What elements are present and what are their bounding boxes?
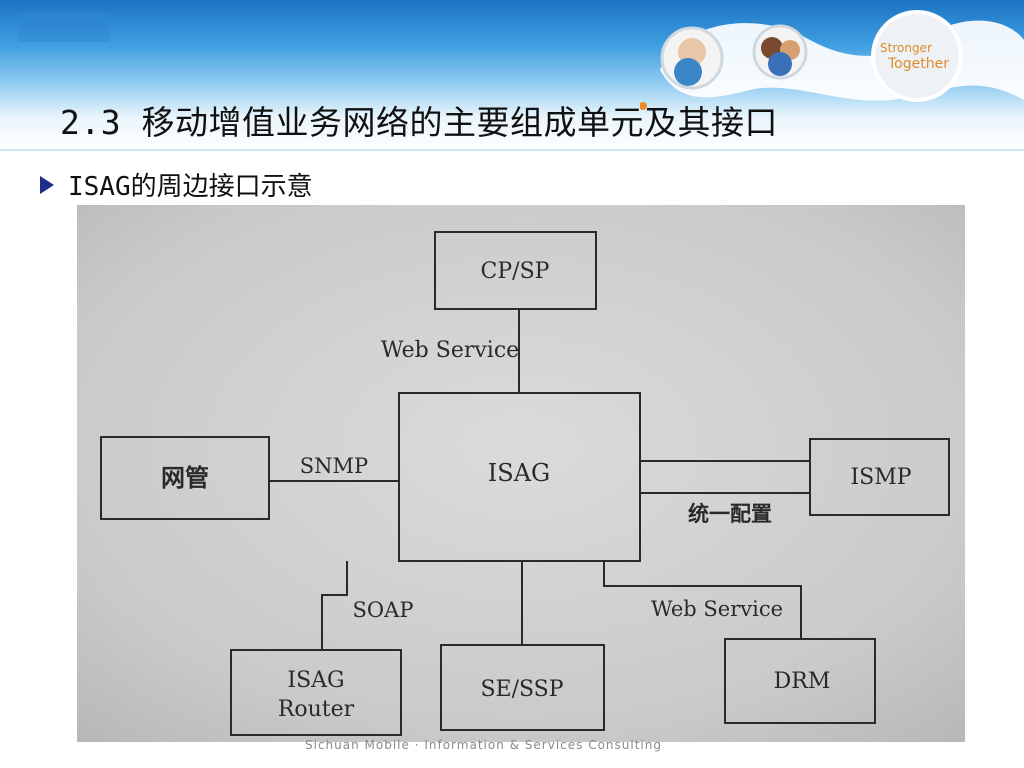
node-se-ssp: SE/SSP (480, 677, 563, 702)
bullet-item: ISAG的周边接口示意 (40, 166, 313, 203)
logo-line2: Together (887, 56, 949, 72)
link-config-label: 统一配置 (688, 501, 772, 526)
link-cpsp-label: Web Service (381, 338, 519, 363)
link-drm-label: Web Service (651, 597, 783, 621)
diagram-photo: CP/SP 网管 ISAG ISMP ISAG Router SE/SSP DR… (77, 205, 965, 742)
title-rule (0, 149, 1024, 151)
child-shirt-icon (674, 58, 702, 86)
node-boxes (100, 231, 950, 736)
node-nms: 网管 (161, 463, 209, 492)
bullet-text: ISAG的周边接口示意 (68, 172, 313, 202)
link-labels: Web Service SNMP 统一配置 SOAP Web Service (300, 338, 783, 622)
box-isag (398, 392, 641, 562)
node-isag-router-line2: Router (278, 697, 355, 722)
link-router-label: SOAP (353, 598, 414, 622)
node-labels: CP/SP 网管 ISAG ISMP ISAG Router SE/SSP DR… (161, 259, 912, 722)
corner-tab (18, 12, 110, 42)
logo-line1: Stronger (880, 41, 932, 55)
logo-badge (871, 10, 963, 102)
connector-lines (269, 309, 810, 650)
bullet-arrow-icon (40, 175, 54, 194)
orange-dot-icon (640, 102, 647, 110)
node-isag-router-line1: ISAG (287, 668, 344, 693)
footer-text: Sichuan Mobile · Information & Services … (305, 738, 662, 752)
box-ismp (809, 438, 950, 516)
node-ismp: ISMP (850, 465, 911, 490)
box-nms (100, 436, 270, 520)
box-cpsp (434, 231, 597, 310)
paper-background (77, 205, 965, 742)
box-isag-router (230, 649, 402, 736)
box-se-ssp (440, 644, 605, 731)
link-nms-label: SNMP (300, 454, 368, 478)
slide-title: 2.3 移动增值业务网络的主要组成单元及其接口 (60, 103, 778, 142)
node-drm: DRM (774, 669, 831, 694)
node-isag: ISAG (488, 459, 550, 487)
line-router (321, 561, 348, 650)
line-drm (603, 561, 802, 639)
kids-group-icon-3 (768, 52, 792, 76)
box-drm (724, 638, 876, 724)
stronger-together-logo: Stronger Together (640, 10, 1024, 110)
node-cpsp: CP/SP (481, 259, 550, 284)
